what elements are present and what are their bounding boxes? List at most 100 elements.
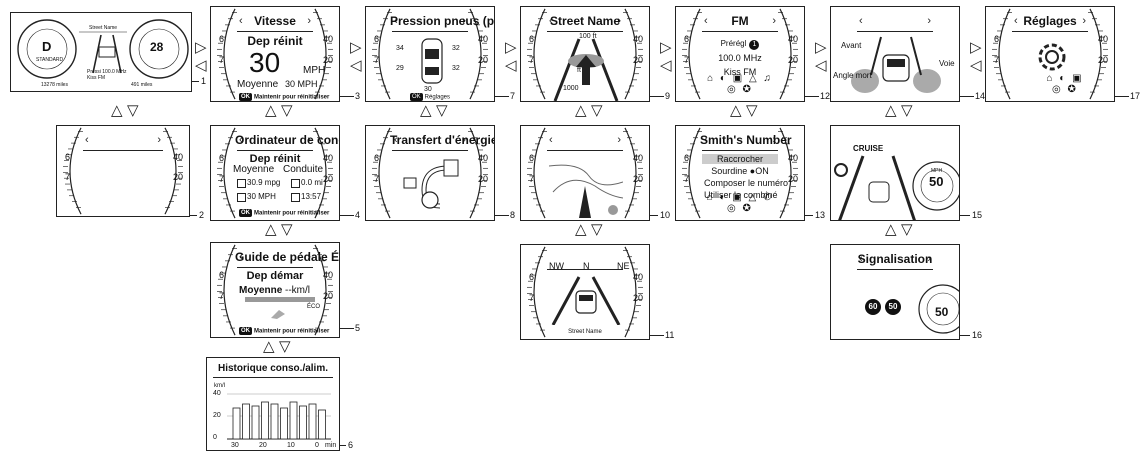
chevron-right-icon[interactable]: › (927, 15, 931, 27)
chevron-right-icon[interactable]: › (617, 15, 621, 27)
left-gauge (676, 126, 704, 220)
phone-option-dial: Composer le numéro (704, 178, 789, 188)
eco-unit: --km/l (285, 285, 310, 296)
gauge-tick: 20 (632, 293, 643, 303)
nav-arrow-left-icon: ◁ (350, 57, 362, 74)
left-gauge (211, 243, 239, 337)
panel-number-leader (340, 96, 354, 97)
history-chart (227, 392, 331, 440)
average-value: 30 MPH (285, 79, 318, 89)
chevron-left-icon[interactable]: ‹ (549, 134, 553, 146)
nav-arrow-right-icon: ▷ (350, 39, 362, 56)
average-label: Moyenne (233, 164, 275, 175)
gauge-tick: 7 (219, 55, 225, 65)
gauge-tick: 40 (172, 151, 183, 162)
nav-arrow-up-icon: △ (420, 102, 432, 119)
panel-number: 13 (815, 210, 826, 220)
gauge-tick: 7 (684, 55, 690, 65)
panel-number: 12 (820, 91, 831, 101)
chevron-right-icon[interactable]: › (462, 15, 466, 27)
preset-number: 1 (749, 40, 760, 50)
gauge-tick: 40 (322, 269, 333, 280)
panel-title: Réglages (1023, 14, 1077, 28)
chevron-left-icon[interactable]: ‹ (394, 15, 398, 27)
x-tick: 30 (231, 442, 239, 449)
gauge-tick: 6 (374, 152, 380, 163)
chevron-left-icon[interactable]: ‹ (239, 251, 243, 263)
right-gauge (621, 7, 649, 101)
nav-arrow-up-icon: △ (730, 102, 742, 119)
speed-readout: 28 (150, 40, 164, 54)
chevron-right-icon[interactable]: › (157, 134, 161, 146)
phone-option-handset: Utiliser le combiné (704, 190, 778, 200)
speed-sign-60: 60 (865, 299, 881, 315)
chevron-right-icon[interactable]: › (307, 251, 311, 263)
settings-category-bar: ⌂ ◐ ▣ ◎ ✪ (1046, 73, 1084, 95)
chevron-left-icon[interactable]: ‹ (85, 134, 89, 146)
panel-number: 15 (972, 210, 983, 220)
chevron-right-icon[interactable]: › (927, 253, 931, 265)
y-tick: 20 (213, 412, 221, 419)
phone-option-hangup[interactable]: Raccrocher (702, 154, 778, 164)
gauge-tick: 6 (219, 33, 225, 44)
gauge-tick: 7 (219, 291, 225, 301)
chevron-right-icon[interactable]: › (617, 134, 621, 146)
distance-unit: ft (577, 67, 581, 74)
gauge-tick: 40 (787, 152, 798, 163)
chevron-left-icon[interactable]: ‹ (239, 134, 243, 146)
gauge-tick: 40 (787, 33, 798, 44)
panel-title: Signalisation (857, 252, 933, 266)
chevron-left-icon[interactable]: ‹ (239, 15, 243, 27)
nav-arrow-up-icon: △ (575, 221, 587, 238)
nav-arrow-down-icon: ▽ (901, 221, 913, 238)
chevron-right-icon[interactable]: › (462, 134, 466, 146)
chevron-right-icon[interactable]: › (772, 134, 776, 146)
drive-mode: STANDARD (36, 57, 64, 63)
gauge-tick: 20 (322, 174, 333, 184)
chevron-left-icon[interactable]: ‹ (549, 15, 553, 27)
panel-number: 4 (355, 210, 361, 220)
title-divider (1012, 31, 1088, 32)
chevron-right-icon[interactable]: › (772, 15, 776, 27)
chevron-left-icon[interactable]: ‹ (859, 15, 863, 27)
eco-label: ÉCO (307, 304, 321, 310)
nav-arrow-up-icon: △ (263, 338, 275, 355)
panel-number-leader (1115, 96, 1129, 97)
chevron-left-icon[interactable]: ‹ (704, 15, 708, 27)
audio-source-bar: ⌂ ◐ ▣ △ ✆ ◎ ✪ (706, 192, 774, 214)
nav-arrow-down-icon: ▽ (591, 221, 603, 238)
panel-number-leader (650, 215, 658, 216)
left-gauge (521, 7, 549, 101)
energy-flow-diagram (400, 156, 470, 214)
nav-arrow-left-icon: ◁ (970, 57, 982, 74)
chevron-right-icon[interactable]: › (307, 134, 311, 146)
chevron-left-icon[interactable]: ‹ (859, 253, 863, 265)
nav-arrow-down-icon: ▽ (746, 102, 758, 119)
set-speed: 50 (929, 174, 944, 189)
blind-spot-label: Angle mort (833, 71, 872, 80)
street-name: Street Name (89, 25, 118, 31)
y-tick: 0 (213, 434, 217, 441)
drive-label: Conduite (283, 164, 324, 175)
y-axis-label: km/l (214, 383, 225, 389)
distance-scale: 1000 (563, 85, 579, 92)
right-gauge (621, 245, 649, 339)
nav-arrow-right-icon: ▷ (970, 39, 982, 56)
chevron-right-icon[interactable]: › (1082, 15, 1086, 27)
fuel-economy-icon (237, 179, 246, 188)
panel-number-leader (960, 215, 970, 216)
left-gauge (366, 126, 394, 220)
chevron-left-icon[interactable]: ‹ (1014, 15, 1018, 27)
front-sensor-label: Avant (841, 41, 862, 50)
chevron-left-icon[interactable]: ‹ (704, 134, 708, 146)
chevron-left-icon[interactable]: ‹ (394, 134, 398, 146)
gauge-tick: 40 (632, 271, 643, 282)
chevron-right-icon[interactable]: › (307, 15, 311, 27)
title-divider (857, 31, 933, 32)
